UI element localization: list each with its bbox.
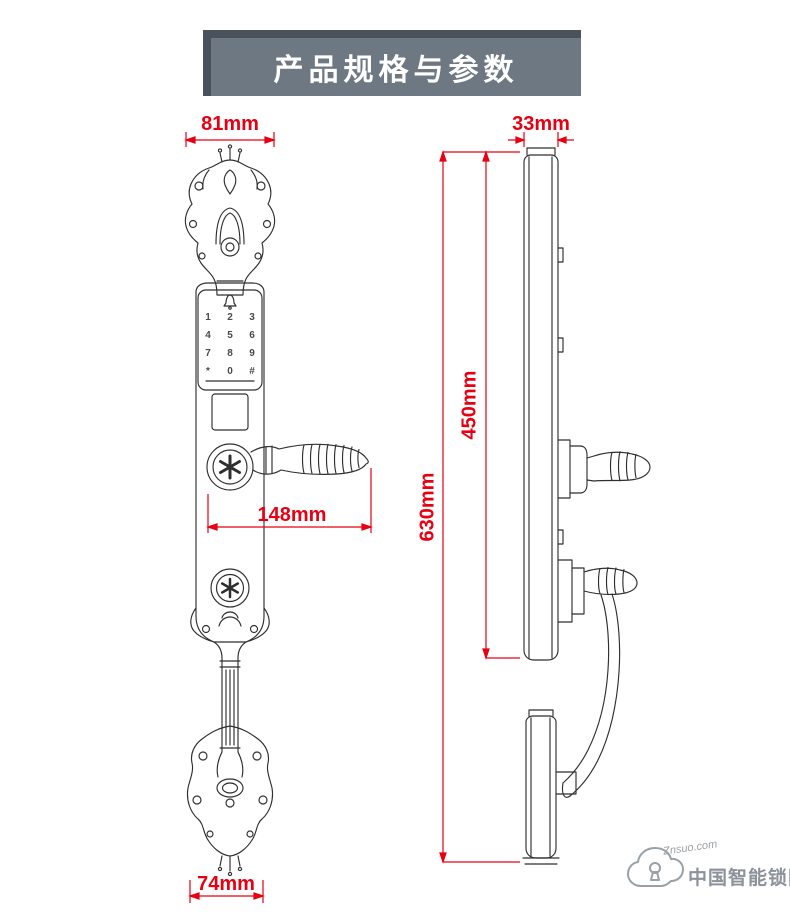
card-reader-window [211,393,249,431]
body-height-label: 450mm [458,370,481,440]
keypad-key: 9 [249,347,255,359]
top-ornament [184,159,276,296]
page-title: 产品规格与参数 [273,54,519,87]
total-height-label: 630mm [416,472,439,542]
star-knob-icon [219,454,241,480]
star-knob-icon [220,577,240,599]
front-bottom-width-label: 74mm [197,873,255,895]
keypad-panel [197,289,263,391]
keypad-key: 5 [227,329,233,341]
lower-knob [210,568,250,608]
side-depth-label: 33mm [512,113,570,135]
keypad-key: 8 [227,347,233,359]
side-lever [593,451,651,482]
bottom-ornament [186,725,274,857]
upper-knob [206,443,254,491]
keypad: 1 2 3 4 5 6 7 8 9 * 0 # [197,308,263,380]
watermark-name-text: 中国智能锁网 [688,868,790,889]
bell-icon [223,294,237,307]
dimension-lines [184,132,574,903]
cloud-icon [627,847,684,887]
keypad-key: * [206,365,210,377]
handle-length-label: 148mm [257,504,327,526]
keypad-key: 6 [249,329,255,341]
side-pull-handle [569,593,621,797]
peephole-circle [220,237,240,257]
front-width-label: 81mm [201,113,259,135]
keypad-key: # [249,365,255,377]
pull-handle-grip [221,657,239,753]
front-plate [195,282,265,643]
front-view-drawing [184,144,369,877]
side-view-drawing [522,147,651,865]
side-body [523,154,559,661]
keypad-key: 3 [249,311,255,323]
title-banner-face: 产品规格与参数 [211,38,581,96]
side-bottom-body [525,715,557,859]
keypad-key: 0 [227,365,233,377]
keypad-key: 2 [227,311,233,323]
keypad-key: 7 [205,347,211,359]
side-lower-knob [583,567,638,595]
lever-handle [250,443,369,475]
keypad-key: 1 [205,311,211,323]
keypad-key: 4 [205,329,211,341]
